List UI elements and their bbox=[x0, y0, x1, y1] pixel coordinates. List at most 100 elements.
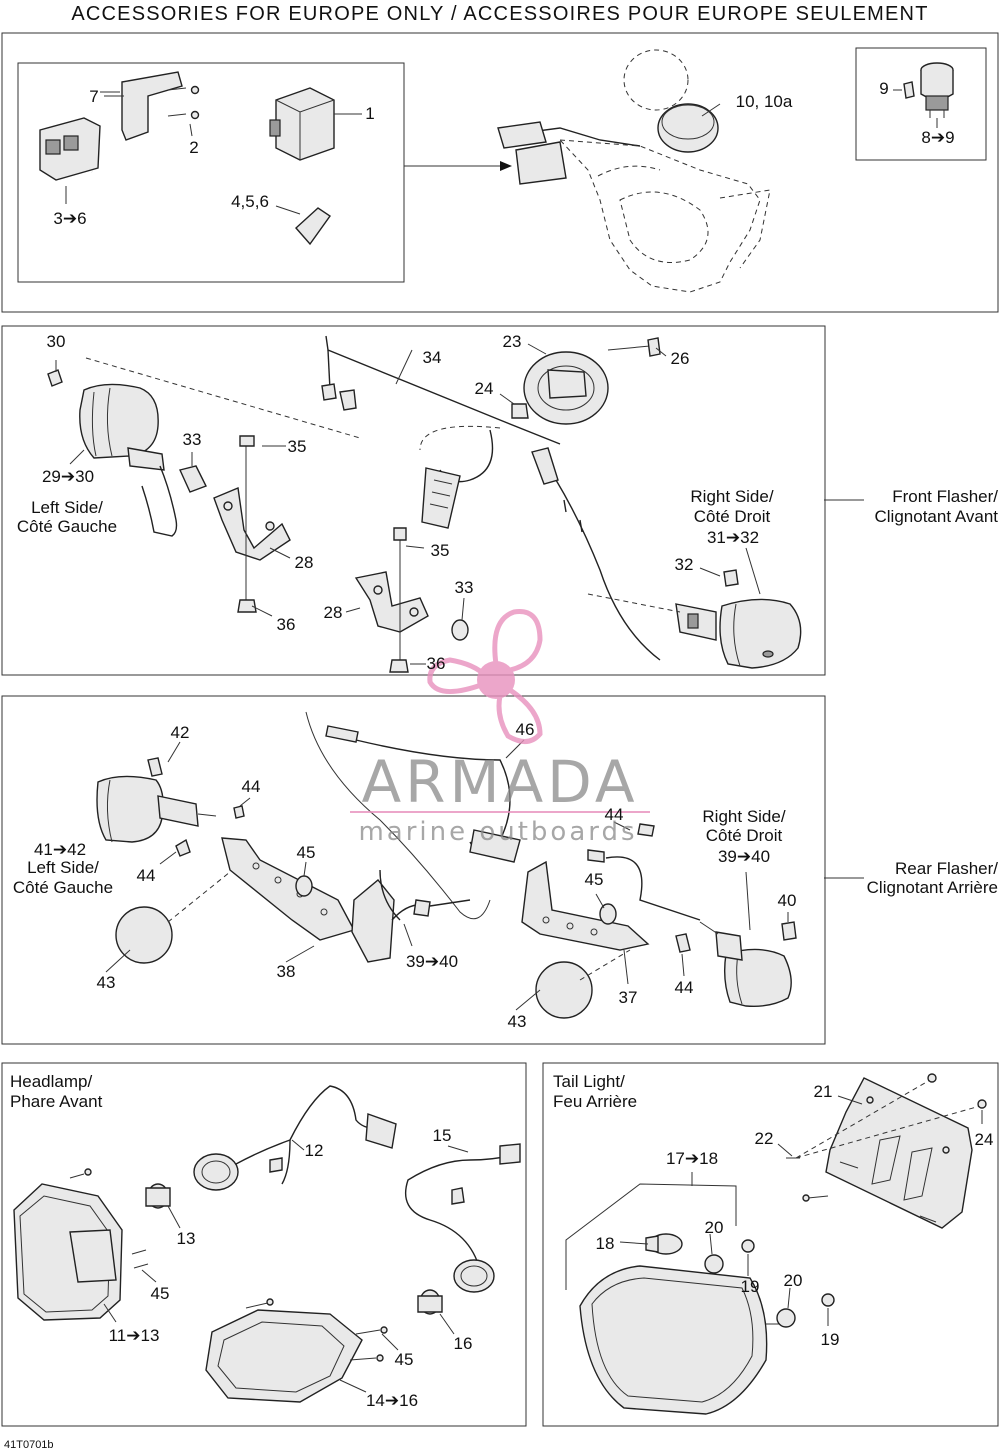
callout-23: 23 bbox=[503, 332, 522, 351]
callout-20-b: 20 bbox=[784, 1271, 803, 1290]
callout-26: 26 bbox=[671, 349, 690, 368]
front-flasher-harness-drawing bbox=[321, 335, 661, 661]
rear-right-side-en: Right Side/ bbox=[702, 807, 785, 826]
callout-44-d: 44 bbox=[675, 978, 694, 997]
callout-15: 15 bbox=[433, 1126, 452, 1145]
rear-flasher-harness-drawing bbox=[305, 711, 521, 921]
tail-light-caption-en: Tail Light/ bbox=[553, 1072, 625, 1091]
panel-accessories-frame bbox=[1, 32, 999, 313]
accessory-harness-drawing bbox=[90, 166, 331, 265]
rear-flasher-caption-fr: Clignotant Arrière bbox=[867, 878, 998, 897]
callout-32: 32 bbox=[675, 555, 694, 574]
propeller-blade-left bbox=[427, 657, 488, 694]
callout-13: 13 bbox=[177, 1229, 196, 1248]
callout-44-c: 44 bbox=[605, 805, 624, 824]
tail-light-drawing bbox=[579, 1239, 835, 1415]
callout-34: 34 bbox=[423, 348, 442, 367]
front-left-flasher-drawing bbox=[47, 369, 178, 537]
panel-headlamp-frame bbox=[1, 1062, 527, 1427]
callout-19-a: 19 bbox=[741, 1277, 760, 1296]
tail-light-bracket-line bbox=[565, 1183, 737, 1290]
callout-45-d: 45 bbox=[395, 1350, 414, 1369]
switch-bracket-drawing bbox=[39, 71, 200, 181]
callout-33-right: 33 bbox=[455, 578, 474, 597]
horn-assembly-drawing bbox=[511, 337, 661, 425]
callout-45-b: 45 bbox=[585, 870, 604, 889]
callout-42: 42 bbox=[171, 723, 190, 742]
rear-left-side-fr: Côté Gauche bbox=[13, 878, 113, 897]
callout-3-6: 3➔6 bbox=[53, 209, 86, 228]
callout-35-left: 35 bbox=[288, 437, 307, 456]
page-title: ACCESSORIES FOR EUROPE ONLY / ACCESSOIRE… bbox=[71, 3, 929, 25]
front-left-side-fr: Côté Gauche bbox=[17, 517, 117, 536]
watermark-tagline: marine outboards bbox=[358, 817, 637, 847]
propeller-blade-top bbox=[492, 609, 543, 673]
headlamp-right-drawing bbox=[205, 1298, 388, 1403]
callouts: 1 2 3➔6 4,5,6 7 8➔9 9 10, 10a 30 29➔30 3… bbox=[34, 79, 993, 1410]
callout-43-right: 43 bbox=[508, 1012, 527, 1031]
rear-flasher-caption-en: Rear Flasher/ bbox=[895, 859, 998, 878]
callout-33-left: 33 bbox=[183, 430, 202, 449]
callout-30: 30 bbox=[47, 332, 66, 351]
accessory-switch-drawing bbox=[893, 62, 954, 128]
callout-11-13: 11➔13 bbox=[109, 1326, 160, 1345]
callout-16: 16 bbox=[454, 1334, 473, 1353]
front-right-side-fr: Côté Droit bbox=[694, 507, 771, 526]
front-left-bracket-drawing bbox=[179, 435, 291, 613]
rear-right-side-fr: Côté Droit bbox=[706, 826, 783, 845]
front-flasher-caption-fr: Clignotant Avant bbox=[875, 507, 999, 526]
callout-36-left: 36 bbox=[277, 615, 296, 634]
propeller-hub bbox=[477, 661, 515, 699]
front-flasher-caption-en: Front Flasher/ bbox=[892, 487, 998, 506]
front-left-connection-line bbox=[85, 357, 361, 439]
callout-10: 10, 10a bbox=[736, 92, 793, 111]
headlamp-bulb-16-drawing bbox=[417, 1289, 443, 1315]
headlamp-harness-12-drawing bbox=[193, 1085, 397, 1191]
panel-inset-harness-frame bbox=[17, 62, 405, 283]
callout-38: 38 bbox=[277, 962, 296, 981]
callout-4-5-6: 4,5,6 bbox=[231, 192, 269, 211]
callout-46: 46 bbox=[516, 720, 535, 739]
propeller-blade-right bbox=[496, 687, 543, 744]
callout-24-front: 24 bbox=[475, 379, 494, 398]
callout-37: 37 bbox=[619, 988, 638, 1007]
callout-45-a: 45 bbox=[297, 843, 316, 862]
callout-31-32: 31➔32 bbox=[707, 528, 759, 547]
panel-inset-switch-frame bbox=[855, 47, 987, 161]
callout-40: 40 bbox=[778, 891, 797, 910]
assembly-arrowhead bbox=[500, 161, 512, 171]
callout-12: 12 bbox=[305, 1141, 324, 1160]
watermark-brand: ARMADA bbox=[361, 748, 638, 816]
callout-7: 7 bbox=[89, 87, 98, 106]
callout-35-right: 35 bbox=[431, 541, 450, 560]
callout-29-30: 29➔30 bbox=[42, 467, 94, 486]
armada-logo bbox=[427, 609, 543, 744]
tail-bulb-drawing bbox=[645, 1233, 683, 1255]
front-right-side-en: Right Side/ bbox=[690, 487, 773, 506]
callout-43-left: 43 bbox=[97, 973, 116, 992]
headlamp-bulb-13-drawing bbox=[145, 1183, 171, 1209]
headlamp-left-drawing bbox=[13, 1168, 149, 1321]
drawing-code: 41T0701b bbox=[4, 1439, 54, 1451]
callout-14-16: 14➔16 bbox=[366, 1391, 418, 1410]
callout-18: 18 bbox=[596, 1234, 615, 1253]
callout-28-left: 28 bbox=[295, 553, 314, 572]
callout-44-b: 44 bbox=[137, 866, 156, 885]
callout-44-a: 44 bbox=[242, 777, 261, 796]
callout-20-a: 20 bbox=[705, 1218, 724, 1237]
callout-8-9: 8➔9 bbox=[921, 128, 954, 147]
rear-left-bracket-drawing bbox=[175, 805, 395, 963]
handlebar-assembly-drawing bbox=[497, 49, 771, 293]
flasher-relay-drawing bbox=[269, 87, 362, 161]
front-mount-hardware-drawing bbox=[354, 527, 469, 673]
panel-tail-light-frame bbox=[542, 1062, 999, 1427]
rear-left-flasher-drawing bbox=[96, 757, 231, 964]
leader-lines bbox=[55, 95, 983, 1393]
front-right-flasher-drawing bbox=[587, 569, 802, 669]
rear-right-flasher-drawing bbox=[699, 921, 797, 1008]
tail-light-caption-fr: Feu Arrière bbox=[553, 1092, 637, 1111]
callout-36-right: 36 bbox=[427, 654, 446, 673]
callout-28-right: 28 bbox=[324, 603, 343, 622]
callout-22: 22 bbox=[755, 1129, 774, 1148]
